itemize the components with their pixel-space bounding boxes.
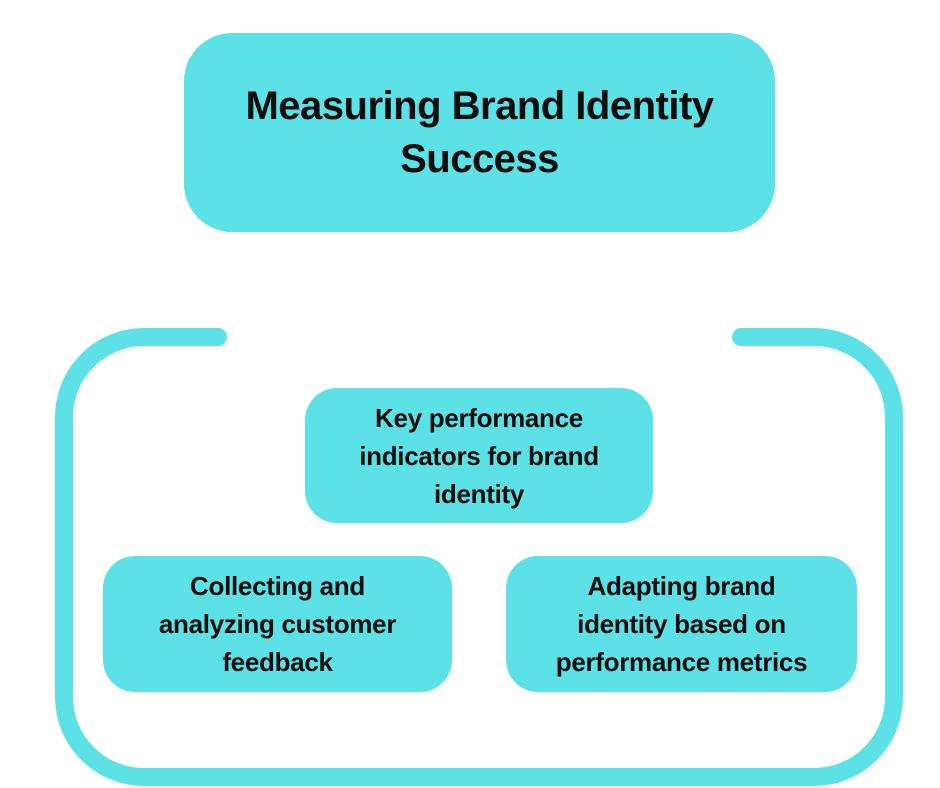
node-kpi-box: Key performance indicators for brand ide…: [305, 388, 653, 523]
node-kpi-line: indicators for brand: [359, 440, 599, 471]
node-feedback-line: analyzing customer: [158, 609, 397, 639]
node-adapt-box: Adapting brand identity based on perform…: [506, 556, 857, 692]
group-outline-path: [55, 328, 903, 786]
node-kpi-line: identity: [433, 478, 525, 509]
node-feedback-line: Collecting and: [190, 571, 365, 601]
node-adapt-line: identity based on: [577, 609, 786, 639]
node-feedback-line: feedback: [222, 647, 333, 677]
title-line: Measuring Brand Identity: [245, 83, 714, 128]
node-adapt-line: Adapting brand: [587, 571, 776, 601]
title-line: Success: [400, 136, 559, 181]
node-kpi-line: Key performance: [375, 402, 583, 433]
node-adapt-line: performance metrics: [555, 647, 808, 677]
title-box: Measuring Brand Identity Success: [184, 33, 775, 232]
node-feedback-box: Collecting and analyzing customer feedba…: [103, 556, 452, 692]
